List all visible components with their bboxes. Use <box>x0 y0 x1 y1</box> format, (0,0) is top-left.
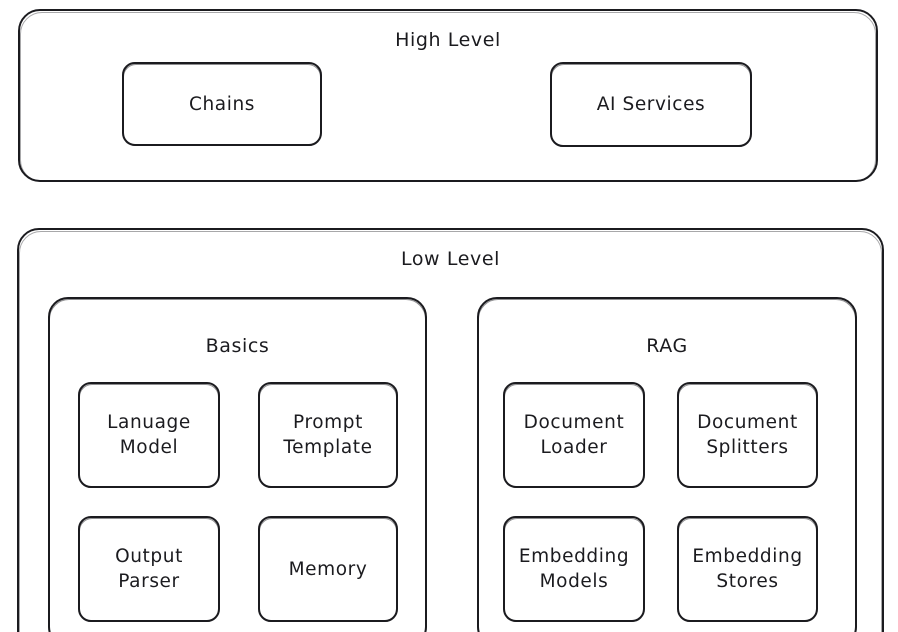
node-document-loader-label: Document Loader <box>523 412 625 458</box>
node-prompt-template[interactable]: Prompt Template <box>258 382 398 488</box>
node-ai-services[interactable]: AI Services <box>550 62 752 147</box>
node-ai-services-label: AI Services <box>596 94 706 115</box>
group-rag[interactable] <box>477 297 857 632</box>
node-output-parser-label: Output Parser <box>115 546 183 592</box>
group-basics[interactable] <box>48 297 427 632</box>
container-high-level-title: High Level <box>395 29 501 51</box>
node-memory[interactable]: Memory <box>258 516 398 622</box>
node-document-loader[interactable]: Document Loader <box>503 382 645 488</box>
group-basics-title: Basics <box>205 335 270 357</box>
node-chains[interactable]: Chains <box>122 62 322 146</box>
container-high-level[interactable] <box>18 9 878 182</box>
node-memory-label: Memory <box>288 558 368 580</box>
node-lanuage-model-label: Lanuage Model <box>107 412 191 458</box>
node-embedding-models-label: Embedding Models <box>518 546 630 592</box>
node-prompt-template-label: Prompt Template <box>283 412 373 458</box>
node-embedding-stores-label: Embedding Stores <box>692 546 803 592</box>
node-document-splitters[interactable]: Document Splitters <box>677 382 818 488</box>
container-low-level-title: Low Level <box>400 248 500 270</box>
node-embedding-stores[interactable]: Embedding Stores <box>677 516 818 622</box>
node-lanuage-model[interactable]: Lanuage Model <box>78 382 220 488</box>
container-low-level[interactable] <box>17 228 884 632</box>
node-document-splitters-label: Document Splitters <box>697 412 798 458</box>
group-rag-title: RAG <box>646 335 688 357</box>
node-output-parser[interactable]: Output Parser <box>78 516 220 622</box>
node-chains-label: Chains <box>188 93 256 115</box>
node-embedding-models[interactable]: Embedding Models <box>503 516 645 622</box>
